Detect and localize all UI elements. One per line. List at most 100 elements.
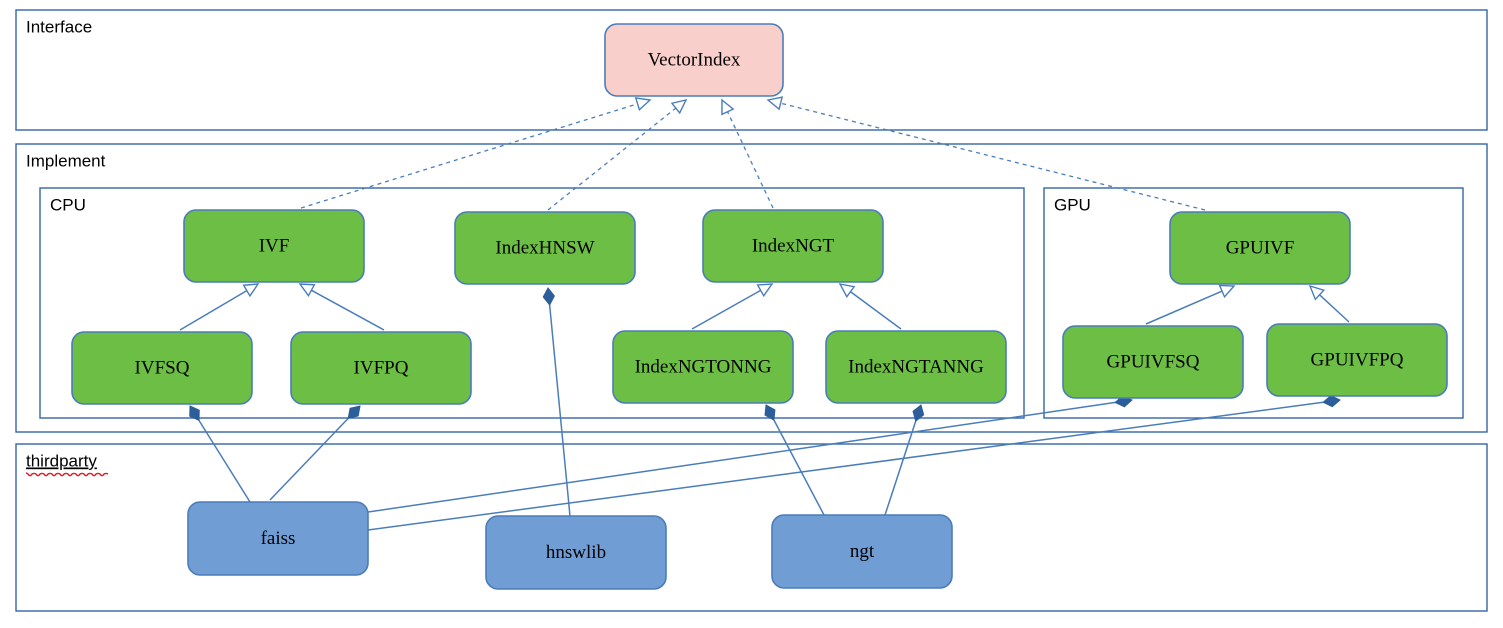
- inheritance-arrow-icon: [838, 283, 856, 299]
- node-label-indexngt: IndexNGT: [752, 235, 835, 256]
- edge-line: [726, 109, 774, 209]
- inheritance-arrow-icon: [670, 98, 688, 115]
- node-label-ivfsq: IVFSQ: [135, 357, 190, 378]
- edge-indexngtonng-to-indexngt: [691, 283, 774, 330]
- node-rect-gpuivfpq[interactable]: [1266, 323, 1448, 397]
- edge-ivf-to-vectorindex: [300, 97, 652, 209]
- node-vectorindex[interactable]: VectorIndex: [604, 23, 784, 97]
- edge-indexngtanng-to-indexngt: [838, 283, 902, 330]
- composition-diamond-icon: [912, 404, 925, 423]
- inheritance-arrow-icon: [1218, 284, 1236, 299]
- node-label-vectorindex: VectorIndex: [648, 49, 741, 70]
- node-rect-indexngtonng[interactable]: [612, 330, 794, 404]
- composition-diamond-icon: [764, 404, 776, 421]
- edge-ngt-to-indexngtanng: [884, 404, 925, 516]
- node-label-gpuivfsq: GPUIVFSQ: [1107, 351, 1200, 372]
- group-label-implement: Implement: [26, 151, 106, 170]
- node-indexngt[interactable]: IndexNGT: [702, 209, 884, 283]
- edge-line: [772, 417, 825, 516]
- node-ngt[interactable]: ngt: [771, 514, 953, 589]
- node-rect-vectorindex[interactable]: [604, 23, 784, 97]
- edge-line: [179, 288, 249, 331]
- edge-line: [309, 288, 385, 331]
- inheritance-arrow-icon: [634, 97, 652, 112]
- node-indexngtanng[interactable]: IndexNGTANNG: [825, 330, 1007, 404]
- node-rect-faiss[interactable]: [187, 501, 369, 576]
- group-label-gpu: GPU: [1054, 195, 1091, 214]
- edge-line: [548, 302, 571, 517]
- edge-line: [1145, 289, 1225, 325]
- edge-line: [269, 416, 351, 501]
- node-rect-indexngtanng[interactable]: [825, 330, 1007, 404]
- edge-line: [300, 102, 640, 209]
- composition-diamond-icon: [1322, 394, 1341, 408]
- node-label-faiss: faiss: [261, 528, 296, 549]
- node-ivf[interactable]: IVF: [183, 209, 365, 283]
- node-ivfsq[interactable]: IVFSQ: [71, 331, 253, 405]
- node-rect-hnswlib[interactable]: [485, 515, 667, 590]
- node-label-ivf: IVF: [259, 235, 290, 256]
- node-label-gpuivfpq: GPUIVFPQ: [1311, 349, 1404, 370]
- edge-line: [778, 102, 1206, 211]
- node-indexhnsw[interactable]: IndexHNSW: [454, 211, 636, 285]
- group-label-interface: Interface: [26, 17, 92, 36]
- inheritance-arrow-icon: [242, 283, 260, 298]
- node-label-indexhnsw: IndexHNSW: [495, 237, 594, 258]
- edge-line: [884, 419, 918, 516]
- node-faiss[interactable]: faiss: [187, 501, 369, 576]
- node-ivfpq[interactable]: IVFPQ: [290, 331, 472, 405]
- group-label-thirdparty: thirdparty: [26, 451, 97, 470]
- node-rect-ivfsq[interactable]: [71, 331, 253, 405]
- node-rect-gpuivfsq[interactable]: [1062, 325, 1244, 399]
- composition-diamond-icon: [542, 287, 555, 306]
- node-rect-indexngt[interactable]: [702, 209, 884, 283]
- inheritance-arrow-icon: [756, 283, 774, 298]
- edge-line: [547, 106, 678, 211]
- node-rect-ivf[interactable]: [183, 209, 365, 283]
- node-label-indexngtonng: IndexNGTONNG: [635, 356, 772, 377]
- edge-line: [367, 401, 1326, 531]
- edges: [179, 96, 1350, 531]
- inheritance-arrow-icon: [721, 98, 735, 116]
- inheritance-arrow-icon: [1308, 284, 1326, 301]
- node-label-ivfpq: IVFPQ: [354, 357, 409, 378]
- node-rect-ivfpq[interactable]: [290, 331, 472, 405]
- edge-hnswlib-to-indexhnsw: [542, 287, 571, 517]
- edge-line: [691, 288, 763, 330]
- node-hnswlib[interactable]: hnswlib: [485, 515, 667, 590]
- edge-ivfpq-to-ivf: [298, 283, 385, 331]
- edge-ngt-to-indexngtonng: [764, 404, 825, 516]
- edge-line: [848, 289, 902, 330]
- node-gpuivf[interactable]: GPUIVF: [1169, 211, 1351, 285]
- edge-gpuivfpq-to-gpuivf: [1308, 284, 1350, 323]
- spellcheck-squiggle-thirdparty: [25, 472, 109, 477]
- node-label-hnswlib: hnswlib: [546, 542, 606, 563]
- node-label-indexngtanng: IndexNGTANNG: [848, 356, 984, 377]
- edge-gpuivf-to-vectorindex: [766, 96, 1206, 211]
- node-gpuivfpq[interactable]: GPUIVFPQ: [1266, 323, 1448, 397]
- node-indexngtonng[interactable]: IndexNGTONNG: [612, 330, 794, 404]
- edge-gpuivfsq-to-gpuivf: [1145, 284, 1236, 325]
- node-rect-indexhnsw[interactable]: [454, 211, 636, 285]
- inheritance-arrow-icon: [298, 283, 316, 297]
- edge-indexngt-to-vectorindex: [721, 98, 774, 209]
- edge-ivfsq-to-ivf: [179, 283, 260, 331]
- group-label-cpu: CPU: [50, 195, 86, 214]
- edge-line: [1317, 292, 1350, 323]
- node-rect-ngt[interactable]: [771, 514, 953, 589]
- node-label-gpuivf: GPUIVF: [1226, 237, 1295, 258]
- edge-line: [367, 401, 1118, 513]
- node-label-ngt: ngt: [850, 541, 875, 562]
- composition-diamond-icon: [189, 405, 200, 422]
- composition-diamond-icon: [347, 405, 361, 419]
- node-rect-gpuivf[interactable]: [1169, 211, 1351, 285]
- edge-faiss-to-gpuivfpq: [367, 394, 1341, 531]
- edge-line: [197, 418, 251, 503]
- edge-faiss-to-ivfpq: [269, 405, 361, 501]
- inheritance-arrow-icon: [766, 96, 784, 111]
- edge-faiss-to-ivfsq: [189, 405, 251, 503]
- node-gpuivfsq[interactable]: GPUIVFSQ: [1062, 325, 1244, 399]
